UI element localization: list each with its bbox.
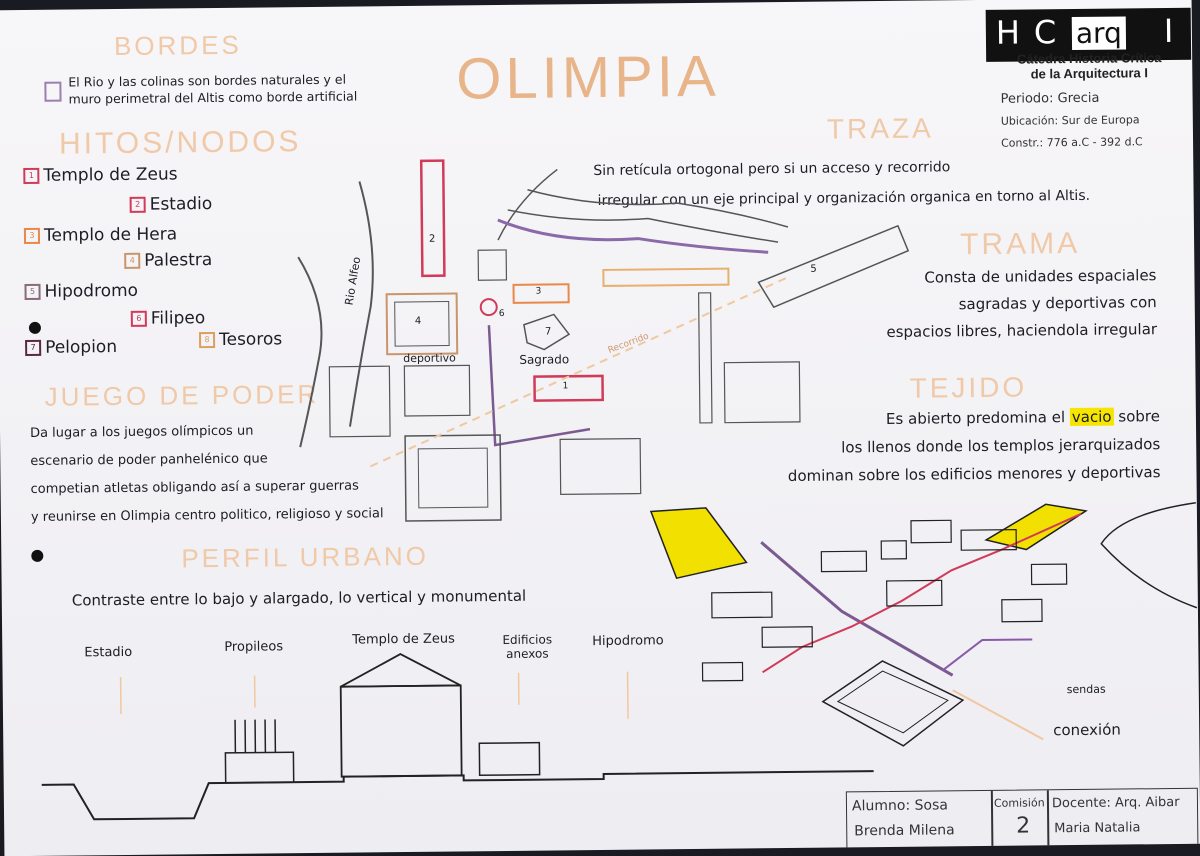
footer-docente: Docente: Arq. Aibar [1052, 795, 1180, 811]
footer-comision-value: 2 [1016, 813, 1030, 838]
hippodrome-yellow [986, 504, 1086, 550]
footer-alumno-label: Alumno: [852, 798, 910, 815]
stadium-yellow [651, 507, 747, 578]
axo-river [1101, 503, 1197, 609]
axo-connection [942, 639, 1032, 670]
footer-alumno: Alumno: Sosa [852, 797, 948, 814]
axo-label-conexion: conexión [1053, 721, 1121, 740]
footer-docente-label: Docente: [1052, 796, 1111, 812]
palestra-axo [822, 660, 963, 746]
axo-label-sendas: sendas [1067, 683, 1106, 696]
footer-docente-value: Arq. Aibar [1115, 795, 1180, 811]
footer-divider [991, 791, 993, 851]
footer-docente-value2: Maria Natalia [1054, 820, 1140, 836]
footer-alumno-name: Sosa [914, 797, 947, 813]
axo-wall-line [761, 540, 952, 677]
footer-alumno-name2: Brenda Milena [854, 822, 955, 839]
footer-comision-label: Comisión [994, 796, 1045, 810]
footer-divider [1047, 790, 1049, 850]
conexion-line [953, 689, 1044, 740]
